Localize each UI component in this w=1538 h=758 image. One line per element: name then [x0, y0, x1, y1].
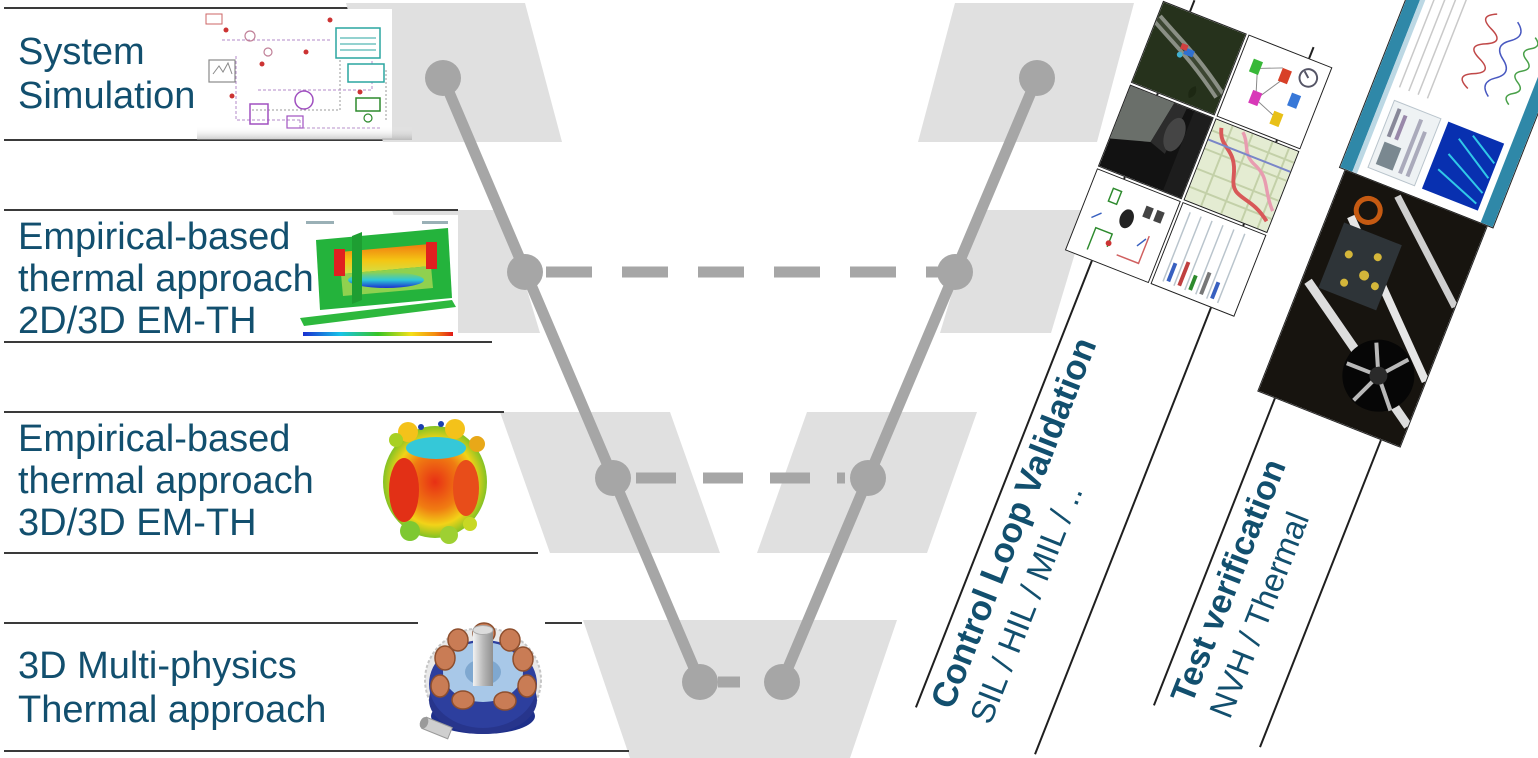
node-level4-left	[682, 664, 718, 700]
node-level2-right	[937, 254, 973, 290]
3d-motor-render-thumbnail	[418, 622, 545, 750]
node-level1-right	[1019, 60, 1055, 96]
v-right-line	[776, 75, 1043, 685]
panel-bar-borders	[4, 209, 629, 752]
signal-table-screenshot	[1150, 201, 1267, 317]
node-level3-left	[595, 460, 631, 496]
vehicle-interior-photo	[1097, 84, 1214, 200]
panel-line: Empirical-based	[18, 216, 291, 258]
panel-line: thermal approach	[18, 258, 314, 300]
panel-line: thermal approach	[18, 460, 314, 502]
node-level1-left	[425, 60, 461, 96]
node-level4-right	[764, 664, 800, 700]
panel-line: System	[18, 31, 145, 73]
plant-schematic-screenshot	[1064, 168, 1181, 284]
test-verification-strip: Test verification NVH / Thermal	[1153, 0, 1538, 748]
route-map-screenshot	[1183, 118, 1300, 234]
control-block-diagram-screenshot	[1216, 34, 1333, 150]
panel-line: Simulation	[18, 75, 196, 117]
panel-label-system-simulation: System Simulation	[18, 30, 195, 118]
control-loop-screenshot-collage	[1064, 0, 1333, 317]
system-simulation-schematic-thumbnail	[197, 9, 412, 140]
v-model-nodes	[425, 60, 1055, 700]
nvh-analysis-software-screenshot	[1338, 0, 1538, 229]
control-loop-validation-strip: Control Loop Validation SIL / HIL / MIL …	[915, 0, 1333, 755]
test-bench-photo	[1257, 168, 1489, 448]
panel-line: Empirical-based	[18, 418, 291, 460]
node-level2-left	[507, 254, 543, 290]
v-model-connectors	[437, 75, 1043, 688]
driving-scenario-screenshot	[1130, 0, 1247, 116]
panel-label-empirical-2d3d: Empirical-based thermal approach 2D/3D E…	[18, 216, 314, 342]
panel-line: 3D Multi-physics	[18, 645, 297, 687]
level4-trapezoid	[583, 620, 897, 758]
v-model-level-shapes	[346, 3, 1134, 758]
panel-line: Thermal approach	[18, 689, 327, 731]
panel-line: 3D/3D EM-TH	[18, 502, 257, 544]
panel-label-3d-multiphysics: 3D Multi-physics Thermal approach	[18, 644, 326, 732]
3d-thermal-render-thumbnail	[373, 414, 497, 547]
v-left-line	[437, 75, 706, 685]
panel-label-empirical-3d3d: Empirical-based thermal approach 3D/3D E…	[18, 418, 314, 544]
panel-line: 2D/3D EM-TH	[18, 300, 257, 342]
2d-thermal-render-thumbnail	[298, 215, 458, 340]
node-level3-right	[850, 460, 886, 496]
level2-right-parallelogram	[940, 210, 1088, 333]
